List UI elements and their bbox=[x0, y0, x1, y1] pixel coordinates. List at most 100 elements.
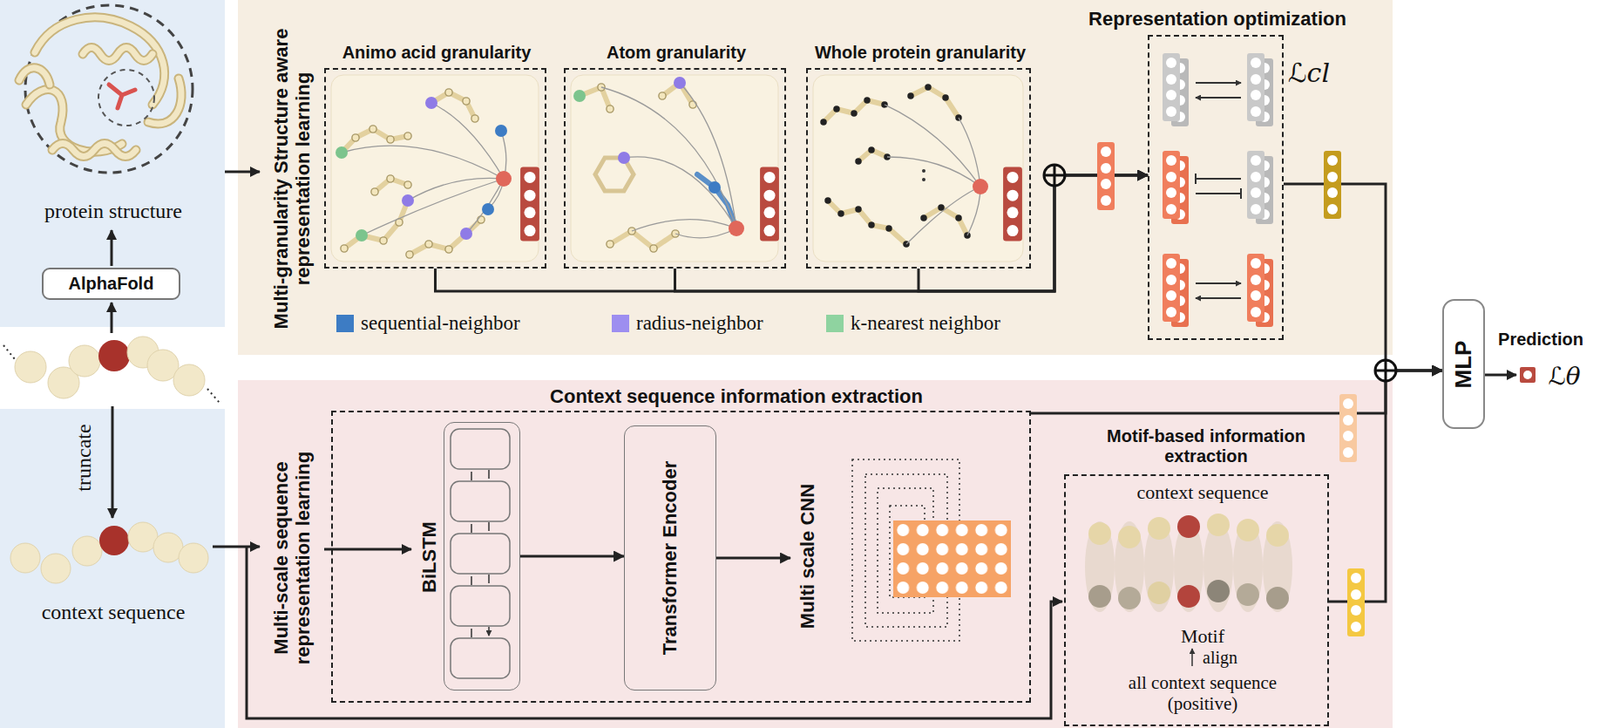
node-text: all context sequence (positive) bbox=[1111, 671, 1295, 714]
legend-text: radius-neighbor bbox=[636, 311, 764, 335]
contrastive-vectors bbox=[1195, 173, 1241, 199]
atom-graph bbox=[617, 151, 631, 164]
node-text: Multi-granularity Structure aware repres… bbox=[270, 8, 314, 349]
whole-protein-graph bbox=[823, 100, 885, 123]
sequence-beads bbox=[178, 542, 209, 573]
contrastive-vectors bbox=[1162, 150, 1180, 219]
amino-acid-graph bbox=[520, 166, 540, 241]
sequence-beads bbox=[72, 535, 102, 566]
sequence-beads bbox=[40, 553, 71, 584]
contrastive-vectors bbox=[1195, 297, 1241, 299]
node-text: Whole protein granularity bbox=[814, 42, 1026, 63]
legend-item: k-nearest neighbor bbox=[826, 311, 1001, 336]
sequence-beads bbox=[173, 364, 205, 396]
mlp-box: MLP bbox=[1442, 298, 1485, 429]
granularity-box: Animo acid granularity bbox=[324, 67, 547, 269]
node-text: Motif bbox=[1180, 624, 1225, 647]
label: ℒθ bbox=[1547, 362, 1580, 391]
motif-alignment bbox=[1177, 584, 1200, 608]
amino-acid-graph bbox=[481, 203, 495, 216]
sequence-beads bbox=[14, 351, 47, 383]
whole-protein-graph bbox=[884, 104, 981, 245]
protein-illustration bbox=[52, 143, 136, 157]
bilstm-cells bbox=[450, 585, 510, 626]
motif-alignment bbox=[1206, 579, 1230, 603]
sum-symbol bbox=[1044, 164, 1065, 186]
flow-arrows bbox=[110, 302, 114, 333]
amino-acid-graph bbox=[409, 219, 482, 255]
sequence-beads bbox=[99, 525, 129, 556]
atom-graph bbox=[610, 230, 676, 249]
sequence-beads bbox=[98, 339, 130, 372]
node-text: Animo acid granularity bbox=[342, 42, 532, 63]
atom-graph bbox=[601, 82, 737, 238]
sum-symbol bbox=[1375, 359, 1397, 381]
motif-alignment bbox=[1147, 581, 1171, 604]
flow-arrows bbox=[1484, 373, 1517, 377]
amino-acid-graph bbox=[341, 102, 507, 236]
protein-illustration bbox=[19, 5, 193, 173]
node-text: ℒcl bbox=[1288, 58, 1330, 89]
contrastive-vectors bbox=[1162, 53, 1274, 327]
amino-acid-graph bbox=[401, 194, 414, 207]
bilstm-cells bbox=[450, 428, 510, 469]
protein-illustration bbox=[19, 67, 50, 85]
node-text: Multi-scale sequence representation lear… bbox=[270, 418, 314, 698]
label: Prediction bbox=[1498, 329, 1584, 350]
protein-illustration bbox=[52, 143, 136, 157]
atom-graph bbox=[595, 157, 634, 191]
motif-alignment bbox=[1084, 513, 1293, 666]
motif-alignment bbox=[1236, 583, 1260, 606]
contrastive-vectors bbox=[1162, 53, 1180, 122]
whole-protein-graph bbox=[922, 177, 926, 182]
node-text: Motif-based information extraction bbox=[1075, 426, 1337, 467]
sequence-beads bbox=[3, 336, 220, 584]
encoder-box: Transformer Encoder bbox=[623, 425, 717, 691]
prediction-symbol bbox=[1523, 370, 1533, 380]
node-text: context sequence bbox=[1137, 481, 1269, 503]
motif-alignment bbox=[1088, 522, 1112, 545]
amino-acid-graph bbox=[331, 74, 540, 262]
sum-symbol bbox=[1375, 359, 1397, 381]
motif-alignment bbox=[1114, 521, 1145, 612]
granularity-box: Whole protein granularity bbox=[806, 67, 1031, 269]
sum-symbol bbox=[1044, 164, 1397, 381]
legend-swatch bbox=[611, 314, 630, 333]
structure-band: Multi-granularity Structure aware repres… bbox=[237, 0, 1393, 355]
atom-graph bbox=[570, 74, 780, 262]
node-text: Atom granularity bbox=[606, 42, 746, 63]
atom-graph bbox=[573, 89, 586, 102]
motif-alignment bbox=[1147, 516, 1171, 540]
atom-graph bbox=[728, 220, 745, 237]
connector bbox=[675, 175, 1149, 292]
legend-text: k-nearest neighbor bbox=[850, 311, 1001, 335]
prediction-symbol bbox=[1519, 366, 1536, 383]
node-text: BiLSTM bbox=[418, 521, 441, 593]
node-text: Context sequence information extraction bbox=[549, 385, 923, 407]
background-panels bbox=[0, 0, 1393, 728]
whole-protein-graph bbox=[1003, 166, 1023, 241]
atom-graph bbox=[708, 181, 721, 194]
protein-illustration bbox=[98, 69, 155, 126]
amino-acid-graph bbox=[494, 124, 508, 137]
motif-alignment bbox=[1262, 521, 1293, 612]
node-text: MLP bbox=[1450, 339, 1478, 388]
whole-protein-graph bbox=[827, 200, 907, 245]
motif-alignment bbox=[1266, 586, 1289, 610]
motif-box: Motif-based information extractioncontex… bbox=[1064, 474, 1329, 726]
motif-alignment bbox=[1236, 518, 1260, 542]
protein-illustration bbox=[19, 67, 50, 85]
connector bbox=[1328, 370, 1443, 602]
legend-text: sequential-neighbor bbox=[360, 311, 521, 335]
flow-arrows bbox=[212, 545, 260, 549]
motif-alignment bbox=[1118, 525, 1141, 549]
legend-swatch bbox=[826, 314, 844, 333]
motif-alignment bbox=[1118, 586, 1141, 610]
whole-protein-graph bbox=[858, 149, 888, 162]
amino-acid-graph bbox=[355, 229, 368, 242]
amino-acid-graph bbox=[495, 170, 512, 187]
connector bbox=[1283, 183, 1443, 371]
motif-alignment bbox=[1266, 523, 1289, 547]
protein-illustration bbox=[82, 47, 153, 62]
